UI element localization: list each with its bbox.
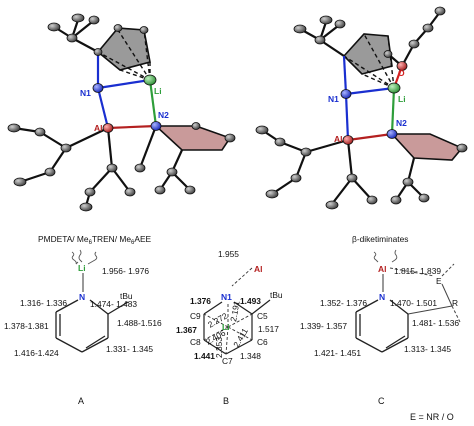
- panel-c-bond-c5-c6: 1.339- 1.357: [300, 321, 347, 331]
- panel-a-bond-c4-c5: 1.416-1.424: [14, 348, 59, 358]
- panel-a-label: A: [78, 396, 84, 406]
- panel-c-e: E: [436, 276, 442, 286]
- crystal-atoms-right: [255, 6, 468, 210]
- atom-label-li-right: Li: [398, 94, 406, 104]
- panel-c-bond-c2-c3: 1.481- 1.536: [412, 318, 459, 328]
- panel-b-label: B: [223, 396, 229, 406]
- panel-b-c8: C8: [190, 337, 201, 347]
- panel-c-bond-n-c6: 1.352- 1.376: [320, 298, 367, 308]
- panel-b-li-n1: 2.191: [228, 300, 242, 323]
- panel-a-bond-n-c6: 1.316- 1.336: [20, 298, 67, 308]
- panel-a-li: Li: [78, 263, 86, 273]
- panel-c-bond-c3-c4: 1.313- 1.345: [404, 344, 451, 354]
- atom-label-al-left: Al: [94, 123, 103, 133]
- atom-label-n2-left: N2: [158, 110, 169, 120]
- panel-b-n1: N1: [221, 292, 232, 302]
- panel-b-c5-c6: 1.517: [258, 324, 279, 334]
- atom-label-n1-left: N1: [80, 88, 91, 98]
- panel-a-tbu: tBu: [120, 291, 133, 301]
- panel-c-footnote: E = NR / O: [410, 412, 454, 422]
- atom-label-n1-right: N1: [328, 94, 339, 104]
- panel-b-al: Al: [254, 264, 263, 274]
- panel-a-bond-li-n: 1.956- 1.976: [102, 266, 149, 276]
- panel-b-li: Li: [222, 322, 230, 332]
- panel-a: PMDETA/ Me6TREN/ Me6AEE Li N tBu 1.956- …: [4, 234, 162, 406]
- panel-b-c6: C6: [257, 337, 268, 347]
- panel-b-c9-c8: 1.367: [176, 325, 197, 335]
- panel-b-c8-c7: 1.441: [194, 351, 215, 361]
- panel-a-n: N: [79, 292, 85, 302]
- panel-b-c7-c6: 1.348: [240, 351, 261, 361]
- panel-b-c7: C7: [222, 356, 233, 366]
- panel-c: β-diketiminates Al N E R 1.815- 1.839 1.: [300, 234, 461, 422]
- panel-a-bond-c5-c6: 1.378-1.381: [4, 321, 49, 331]
- panel-b-li-n-distance: 1.955: [218, 249, 239, 259]
- panel-c-label: C: [378, 396, 385, 406]
- panel-c-r: R: [452, 298, 458, 308]
- panel-a-bond-n-c2: 1.474- 1.483: [90, 299, 137, 309]
- panel-b-n1-c9: 1.376: [190, 296, 211, 306]
- atom-label-o-right: O: [398, 68, 405, 78]
- crystal-structure-left: [13, 19, 232, 207]
- panel-c-al: Al: [378, 264, 387, 274]
- panel-b-tbu: tBu: [270, 290, 283, 300]
- panel-b-c9: C9: [190, 311, 201, 321]
- panel-c-header: β-diketiminates: [352, 234, 408, 244]
- panel-a-bond-c2-c3: 1.488-1.516: [117, 318, 162, 328]
- crystal-atoms-left: [7, 13, 236, 212]
- panel-b-n1-c5: 1.493: [240, 296, 261, 306]
- panel-a-header: PMDETA/ Me6TREN/ Me6AEE: [38, 234, 152, 246]
- atom-label-al-right: Al: [334, 134, 343, 144]
- panel-c-bond-n-c2: 1.470- 1.501: [390, 298, 437, 308]
- panel-c-bond-c4-c5: 1.421- 1.451: [314, 348, 361, 358]
- panel-b: 1.955 Al N1 Li tBu C9 C5 C8 C6 C7: [176, 249, 283, 406]
- atom-label-li-left: Li: [154, 86, 162, 96]
- panel-c-n: N: [379, 292, 385, 302]
- panel-a-bond-c3-c4: 1.331- 1.345: [106, 344, 153, 354]
- atom-label-n2-right: N2: [396, 118, 407, 128]
- panel-c-bond-al-n: 1.815- 1.839: [394, 266, 441, 276]
- panel-b-c5: C5: [257, 311, 268, 321]
- panel-b-li-c7: 2.353: [214, 337, 224, 358]
